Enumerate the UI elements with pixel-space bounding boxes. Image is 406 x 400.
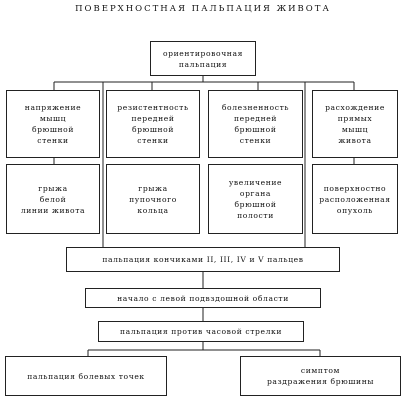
peritoneal-irritation-box: симптом раздражения брюшины bbox=[240, 356, 401, 396]
linea-alba-hernia-box: грыжа белой линии живота bbox=[6, 164, 100, 234]
orientation-palpation-box: ориентировочная пальпация bbox=[150, 41, 256, 76]
pain-points-box: пальпация болевых точек bbox=[5, 356, 167, 396]
counterclockwise-box: пальпация против часовой стрелки bbox=[98, 321, 304, 342]
rectus-diastasis-box: расхождение прямых мышц живота bbox=[312, 90, 398, 158]
umbilical-hernia-box: грыжа пупочного кольца bbox=[106, 164, 200, 234]
organ-enlargement-box: увеличение органа брюшной полости bbox=[208, 164, 303, 234]
tenderness-box: болезненность передней брюшной стенки bbox=[208, 90, 303, 158]
superficial-tumor-box: поверхностно расположенная опухоль bbox=[312, 164, 398, 234]
diagram-title: ПОВЕРХНОСТНАЯ ПАЛЬПАЦИЯ ЖИВОТА bbox=[75, 4, 331, 14]
muscle-tension-box: напряжение мышц брюшной стенки bbox=[6, 90, 100, 158]
left-iliac-start-box: начало с левой подвздошной области bbox=[85, 288, 321, 308]
resistance-box: резистентность передней брюшной стенки bbox=[106, 90, 200, 158]
fingertip-palpation-box: пальпация кончиками II, III, IV и V паль… bbox=[66, 247, 340, 272]
